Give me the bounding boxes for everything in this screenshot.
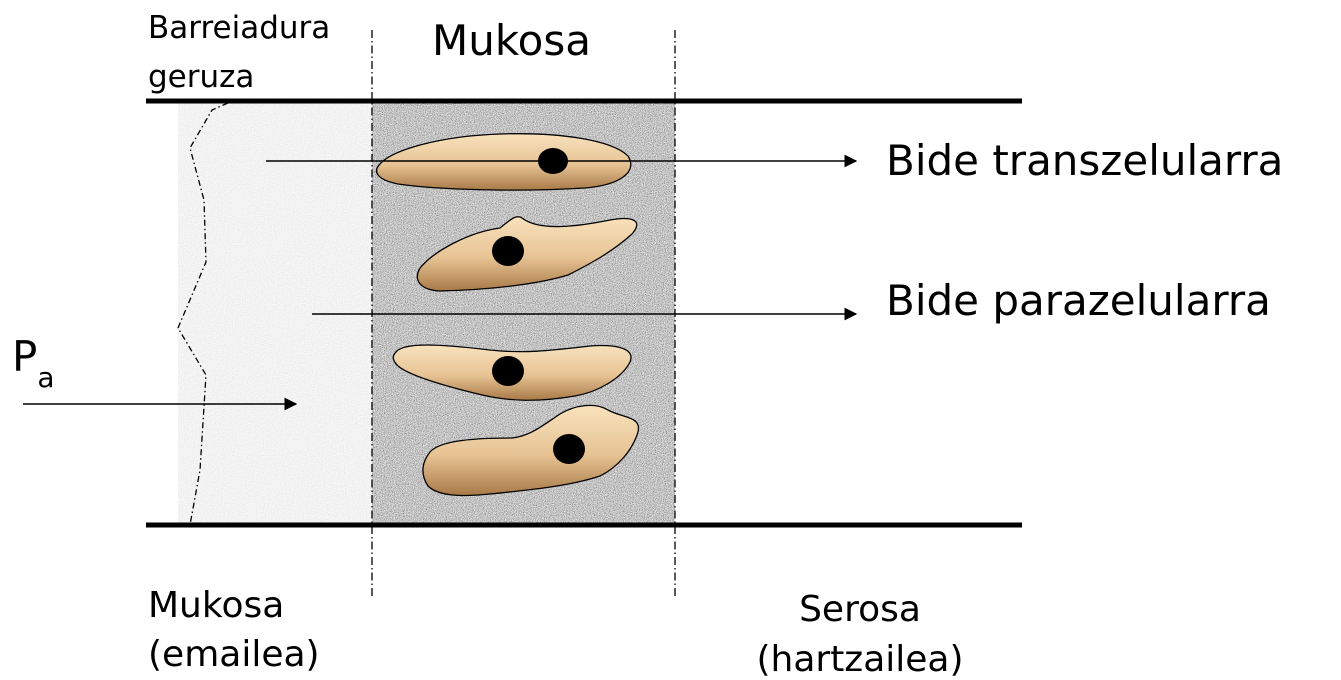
receiver-label-line1: Serosa bbox=[799, 589, 921, 630]
cell-nucleus bbox=[553, 434, 585, 464]
diffusion-layer-label-line2: geruza bbox=[148, 59, 255, 95]
mucosa-title: Mukosa bbox=[432, 16, 591, 65]
receiver-label-line2: (hartzailea) bbox=[756, 639, 964, 680]
epithelial-cell bbox=[375, 133, 632, 191]
cell-nucleus bbox=[492, 236, 524, 266]
epithelial-cell bbox=[422, 404, 640, 497]
cell-nucleus bbox=[492, 356, 524, 386]
pa-label: Pa bbox=[12, 336, 55, 392]
diffusion-layer-label-line1: Barreiadura bbox=[148, 10, 331, 46]
diffusion-layer bbox=[177, 102, 372, 526]
transcellular-label: Bide transzelularra bbox=[886, 136, 1284, 185]
epithelial-cell bbox=[416, 216, 638, 292]
epithelial-cell bbox=[392, 344, 632, 401]
pa-label-subscript: a bbox=[37, 361, 55, 394]
donor-label-line2: (emailea) bbox=[148, 634, 320, 675]
diffusion-layer-boundary bbox=[177, 102, 229, 526]
paracellular-label: Bide parazelularra bbox=[886, 276, 1271, 325]
donor-label-line1: Mukosa bbox=[148, 585, 285, 626]
pa-label-main: P bbox=[12, 332, 38, 381]
